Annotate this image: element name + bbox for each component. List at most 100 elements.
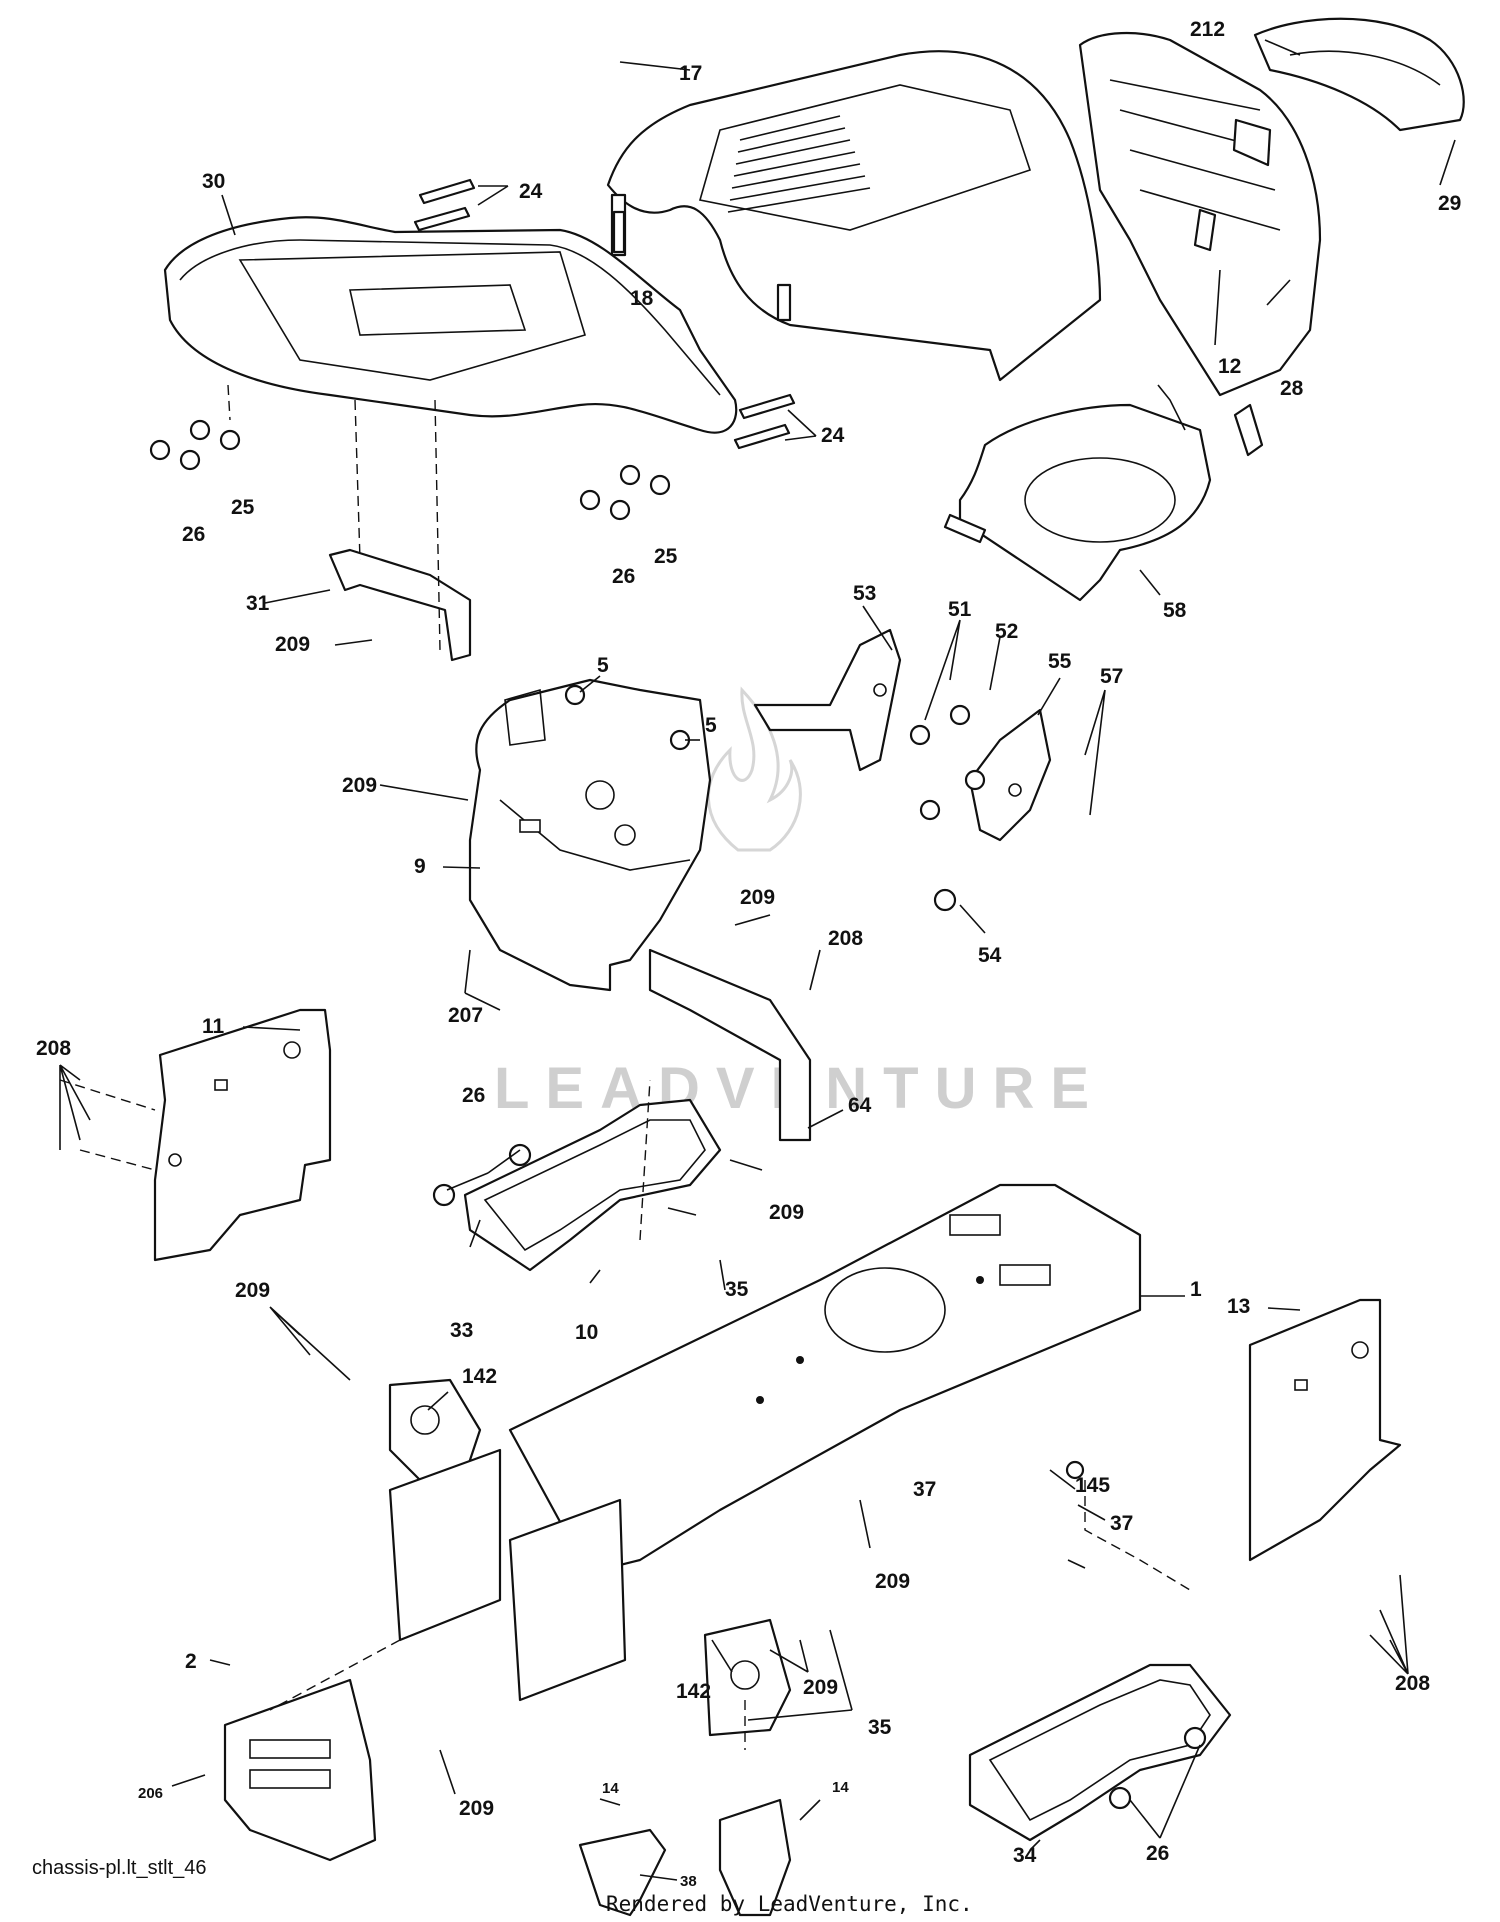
callout-33: 33 <box>450 1319 473 1342</box>
nut-part <box>564 684 586 706</box>
washer-part <box>189 419 211 441</box>
callout-labels: 1 2 5 5 9 10 11 12 13 14 14 17 18 24 24 … <box>36 18 1461 1890</box>
callout-34: 34 <box>1013 1844 1037 1867</box>
callout-35: 35 <box>725 1278 749 1301</box>
side-panel-left-part[interactable] <box>153 1008 332 1262</box>
nut-part <box>1183 1726 1207 1750</box>
nut-part <box>909 724 931 746</box>
hood-latch-part <box>1233 403 1264 457</box>
callout-1: 1 <box>1190 1278 1202 1301</box>
callout-54: 54 <box>978 944 1002 967</box>
alignment-lines <box>59 384 1191 1750</box>
front-bracket-part[interactable] <box>388 1448 627 1702</box>
callout-24: 24 <box>519 180 543 203</box>
hood-part[interactable] <box>606 50 1102 382</box>
callout-209: 209 <box>235 1279 270 1302</box>
bolt-part <box>418 178 476 205</box>
callout-26: 26 <box>1146 1842 1169 1865</box>
dash-panel-part[interactable] <box>468 678 712 992</box>
hood-front-part[interactable] <box>1078 17 1465 457</box>
callout-142: 142 <box>462 1365 497 1388</box>
main-frame-part[interactable] <box>508 1183 1142 1572</box>
callout-64: 64 <box>848 1094 872 1117</box>
callout-26: 26 <box>182 523 205 546</box>
callout-37: 37 <box>1110 1512 1133 1535</box>
callout-5: 5 <box>705 714 717 737</box>
callout-207: 207 <box>448 1004 483 1027</box>
callout-17: 17 <box>679 62 702 85</box>
callout-51: 51 <box>948 598 972 621</box>
drawing-id: chassis-pl.lt_stlt_46 <box>32 1857 207 1879</box>
callout-145: 145 <box>1075 1474 1110 1497</box>
plate-2-part[interactable] <box>223 1678 377 1862</box>
nut-part <box>179 449 201 471</box>
nut-part <box>919 799 941 821</box>
support-bracket-part[interactable] <box>328 548 472 662</box>
watermark-flame-icon <box>707 686 802 852</box>
callout-26: 26 <box>462 1084 485 1107</box>
callout-37: 37 <box>913 1478 936 1501</box>
callout-209: 209 <box>769 1201 804 1224</box>
nut-part <box>579 489 601 511</box>
callout-58: 58 <box>1163 599 1187 622</box>
callout-9: 9 <box>414 855 426 878</box>
callout-18: 18 <box>630 287 654 310</box>
callout-208: 208 <box>36 1037 71 1060</box>
washer-part <box>649 474 671 496</box>
callout-53: 53 <box>853 582 876 605</box>
credit-text: Rendered by LeadVenture, Inc. <box>606 1892 973 1916</box>
side-panel-right-part[interactable] <box>1248 1298 1402 1562</box>
callout-10: 10 <box>575 1321 598 1344</box>
callout-26: 26 <box>612 565 635 588</box>
callout-11: 11 <box>202 1015 225 1038</box>
knob-part <box>933 888 957 912</box>
callout-14: 14 <box>832 1779 849 1796</box>
nut-part <box>508 1143 532 1167</box>
washer-part <box>619 464 641 486</box>
callout-209: 209 <box>342 774 377 797</box>
callout-209: 209 <box>459 1797 494 1820</box>
callout-38: 38 <box>680 1873 697 1890</box>
nut-part <box>149 439 171 461</box>
nut-part <box>1108 1786 1132 1810</box>
callout-206: 206 <box>138 1785 163 1802</box>
callout-55: 55 <box>1048 650 1072 673</box>
callout-57: 57 <box>1100 665 1123 688</box>
footrest-left-part[interactable] <box>463 1098 722 1272</box>
fender-part[interactable] <box>163 216 738 434</box>
nut-part <box>1065 1460 1085 1480</box>
bolt-part <box>738 393 796 420</box>
leader-lines <box>59 39 1456 1881</box>
callout-208: 208 <box>1395 1672 1430 1695</box>
plate-142-right-part[interactable] <box>703 1618 792 1737</box>
callout-35: 35 <box>868 1716 892 1739</box>
callout-30: 30 <box>202 170 225 193</box>
washer-part <box>949 704 971 726</box>
callout-12: 12 <box>1218 355 1241 378</box>
seat-pan-part[interactable] <box>943 403 1212 602</box>
callout-25: 25 <box>654 545 678 568</box>
nut-part <box>609 499 631 521</box>
callout-29: 29 <box>1438 192 1461 215</box>
callout-209: 209 <box>740 886 775 909</box>
callout-31: 31 <box>246 592 270 615</box>
callout-13: 13 <box>1227 1295 1250 1318</box>
callout-208: 208 <box>828 927 863 950</box>
callout-14: 14 <box>602 1780 619 1797</box>
callout-52: 52 <box>995 620 1018 643</box>
hardware-parts <box>149 178 1207 1810</box>
callout-24: 24 <box>821 424 845 447</box>
callout-25: 25 <box>231 496 255 519</box>
footrest-right-part[interactable] <box>968 1663 1232 1842</box>
callout-2: 2 <box>185 1650 197 1673</box>
callout-209: 209 <box>803 1676 838 1699</box>
washer-part <box>964 769 986 791</box>
callout-212: 212 <box>1190 18 1225 41</box>
bracket-38-part[interactable] <box>578 1798 792 1917</box>
washer-part <box>219 429 241 451</box>
bolt-part <box>733 423 791 450</box>
callout-28: 28 <box>1280 377 1304 400</box>
mounting-plate-part[interactable] <box>753 628 902 772</box>
bracket-64-part[interactable] <box>648 948 812 1142</box>
